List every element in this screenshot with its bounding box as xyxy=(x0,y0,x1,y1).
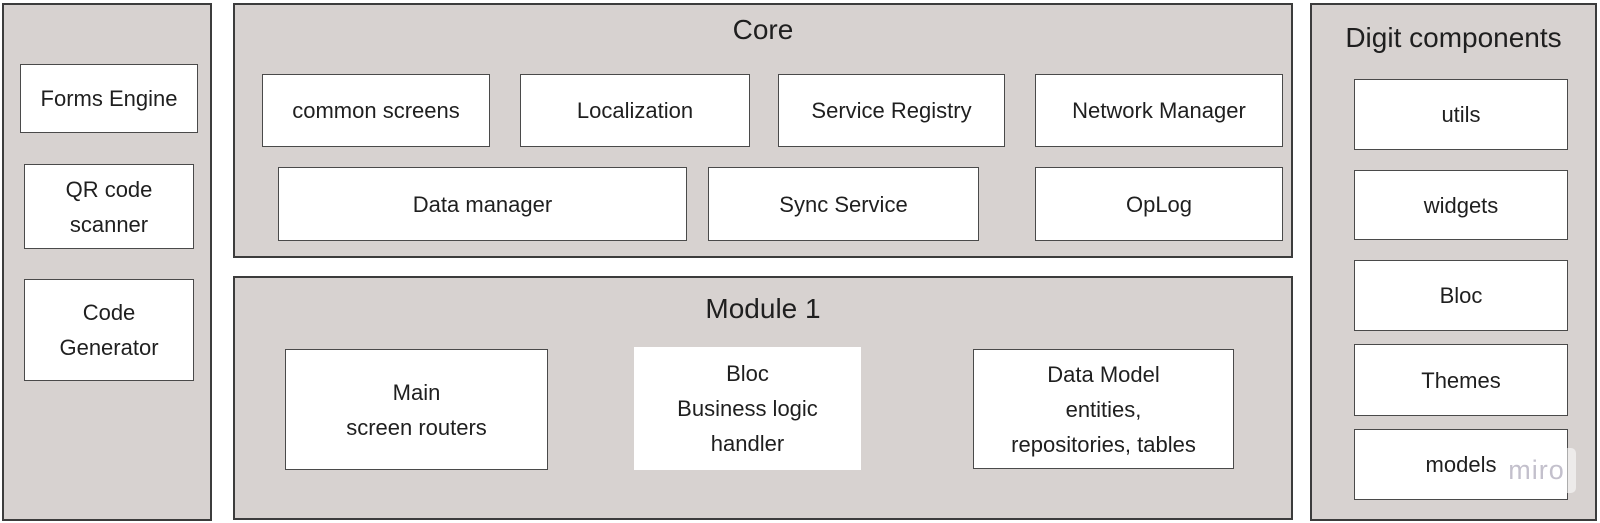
data-manager-label: Data manager xyxy=(412,191,553,217)
widgets-shape[interactable]: widgets xyxy=(1354,170,1568,240)
service-registry-shape[interactable]: Service Registry xyxy=(778,74,1005,147)
bloc-business-logic-handler-shape[interactable]: Bloc Business logic handler xyxy=(634,347,861,470)
qr-code-scanner-label: QR code scanner xyxy=(65,176,153,237)
sync-service-shape[interactable]: Sync Service xyxy=(708,167,979,241)
module1-panel[interactable]: Module 1 Main screen routers Bloc Busine… xyxy=(233,276,1293,520)
widgets-label: widgets xyxy=(1423,192,1499,218)
common-screens-label: common screens xyxy=(292,98,460,123)
common-screens-shape[interactable]: common screens xyxy=(262,74,490,147)
core-panel[interactable]: Core common screens Localization Service… xyxy=(233,3,1293,258)
miro-watermark: miro xyxy=(1497,448,1576,493)
utils-shape[interactable]: utils xyxy=(1354,79,1568,150)
oplog-label: OpLog xyxy=(1125,191,1193,217)
network-manager-label: Network Manager xyxy=(1072,98,1246,123)
miro-watermark-text: miro xyxy=(1508,455,1565,485)
service-registry-label: Service Registry xyxy=(811,98,972,123)
code-generator-label: Code Generator xyxy=(59,300,159,360)
forms-engine-label: Forms Engine xyxy=(40,86,178,111)
main-screen-routers-shape[interactable]: Main screen routers xyxy=(285,349,548,470)
main-screen-routers-label: Main screen routers xyxy=(346,379,487,440)
forms-engine-shape[interactable]: Forms Engine xyxy=(20,64,198,133)
data-manager-shape[interactable]: Data manager xyxy=(278,167,687,241)
models-label: models xyxy=(1425,452,1497,477)
qr-code-scanner-shape[interactable]: QR code scanner xyxy=(24,164,194,249)
themes-shape[interactable]: Themes xyxy=(1354,344,1568,416)
data-model-shape[interactable]: Data Model entities, repositories, table… xyxy=(973,349,1234,469)
oplog-shape[interactable]: OpLog xyxy=(1035,167,1283,241)
core-title: Core xyxy=(732,14,794,45)
digit-components-panel[interactable]: Digit components utils widgets Bloc Them… xyxy=(1310,3,1597,521)
localization-label: Localization xyxy=(576,98,694,123)
utils-label: utils xyxy=(1441,102,1481,127)
bloc-component-shape[interactable]: Bloc xyxy=(1354,260,1568,331)
localization-shape[interactable]: Localization xyxy=(520,74,750,147)
left-modules-panel[interactable]: Forms Engine QR code scanner Code Genera… xyxy=(2,3,212,521)
themes-label: Themes xyxy=(1421,367,1501,393)
data-model-label: Data Model entities, repositories, table… xyxy=(1011,361,1196,457)
module1-title: Module 1 xyxy=(705,293,821,324)
bloc-business-logic-handler-label: Bloc Business logic handler xyxy=(677,361,818,456)
sync-service-label: Sync Service xyxy=(779,191,908,217)
bloc-component-label: Bloc xyxy=(1439,283,1483,308)
network-manager-shape[interactable]: Network Manager xyxy=(1035,74,1283,147)
digit-components-title: Digit components xyxy=(1345,22,1562,53)
code-generator-shape[interactable]: Code Generator xyxy=(24,279,194,381)
